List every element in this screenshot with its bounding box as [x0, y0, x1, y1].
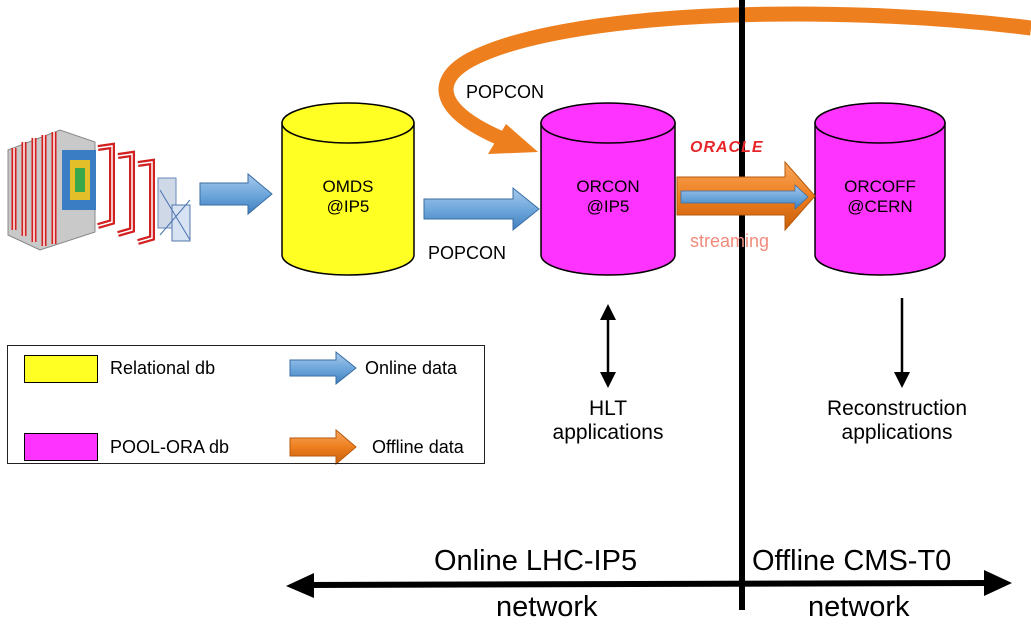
network-axis: [286, 570, 1012, 598]
popcon-curved-arrow: [438, 6, 1031, 154]
hlt-double-arrow: [600, 304, 616, 388]
orcoff-label: ORCOFF@CERN: [844, 177, 916, 216]
detector-to-omds-arrow: [199, 172, 273, 216]
orcon-to-orcoff-streaming-arrow: [676, 160, 816, 232]
online-network-line1: Online LHC-IP5: [434, 545, 638, 577]
legend-online-arrow: [289, 350, 357, 386]
legend-online-label: Online data: [365, 358, 458, 378]
orcoff-cylinder: [814, 102, 946, 276]
legend-offline-label: Offline data: [372, 437, 464, 457]
online-network-line2: network: [496, 591, 598, 623]
offline-network-line1: Offline CMS-T0: [752, 545, 952, 577]
legend: [7, 345, 485, 464]
cms-detector-image: [6, 125, 192, 255]
oracle-logo: ORACLE: [690, 139, 764, 156]
omds-label: OMDS@IP5: [322, 177, 374, 216]
popcon-top-label: POPCON: [466, 82, 545, 102]
omds-to-orcon-arrow: [423, 186, 540, 232]
reconstruction-arrow: [894, 298, 910, 388]
orcon-cylinder: [540, 102, 676, 276]
legend-pool-ora-label: POOL-ORA db: [110, 437, 230, 457]
legend-relational-swatch: [24, 355, 98, 383]
legend-pool-ora-swatch: [24, 433, 98, 461]
orcon-label: ORCON@IP5: [576, 177, 640, 216]
omds-cylinder: [281, 102, 415, 276]
offline-network-line2: network: [808, 591, 910, 623]
popcon-bottom-label: POPCON: [428, 243, 507, 263]
legend-relational-label: Relational db: [110, 358, 216, 378]
legend-offline-arrow: [289, 428, 357, 466]
streaming-label: streaming: [690, 231, 770, 251]
